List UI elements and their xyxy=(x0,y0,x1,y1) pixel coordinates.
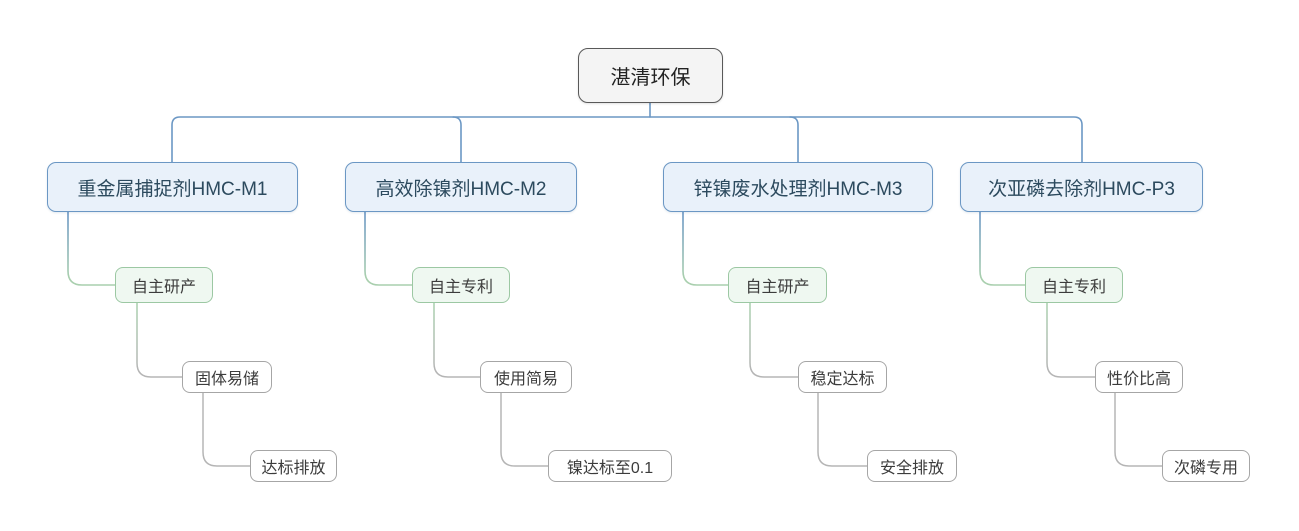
connector-product-tag-3 xyxy=(682,211,729,286)
benefit-node-1[interactable]: 达标排放 xyxy=(250,450,337,482)
connector-feature-benefit-1 xyxy=(202,392,251,467)
connector-feature-benefit-2 xyxy=(500,392,549,467)
connector-product-tag-4 xyxy=(979,211,1026,286)
tag-node-1[interactable]: 自主研产 xyxy=(115,267,213,303)
connector-product-tag-1 xyxy=(67,211,116,286)
benefit-node-4[interactable]: 次磷专用 xyxy=(1162,450,1250,482)
connector-feature-benefit-3 xyxy=(817,392,868,467)
product-node-2[interactable]: 高效除镍剂HMC-M2 xyxy=(345,162,577,212)
product-node-4[interactable]: 次亚磷去除剂HMC-P3 xyxy=(960,162,1203,212)
feature-node-2[interactable]: 使用简易 xyxy=(480,361,572,393)
benefit-node-2[interactable]: 镍达标至0.1 xyxy=(548,450,672,482)
product-node-1[interactable]: 重金属捕捉剂HMC-M1 xyxy=(47,162,298,212)
root-node[interactable]: 湛清环保 xyxy=(578,48,723,103)
tag-node-4[interactable]: 自主专利 xyxy=(1025,267,1123,303)
product-node-3[interactable]: 锌镍废水处理剂HMC-M3 xyxy=(663,162,933,212)
connector-tag-feature-2 xyxy=(433,302,481,378)
feature-node-4[interactable]: 性价比高 xyxy=(1095,361,1183,393)
feature-node-3[interactable]: 稳定达标 xyxy=(798,361,887,393)
connector-feature-benefit-4 xyxy=(1114,392,1163,467)
feature-node-1[interactable]: 固体易储 xyxy=(182,361,272,393)
connector-tag-feature-4 xyxy=(1046,302,1096,378)
tag-node-3[interactable]: 自主研产 xyxy=(728,267,827,303)
connector-drop-branch3 xyxy=(789,116,799,163)
connector-tag-feature-1 xyxy=(136,302,183,378)
connector-top-rail xyxy=(171,116,1083,163)
benefit-node-3[interactable]: 安全排放 xyxy=(867,450,957,482)
connector-product-tag-2 xyxy=(364,211,413,286)
tag-node-2[interactable]: 自主专利 xyxy=(412,267,510,303)
connector-tag-feature-3 xyxy=(749,302,799,378)
connector-drop-branch2 xyxy=(452,116,462,163)
